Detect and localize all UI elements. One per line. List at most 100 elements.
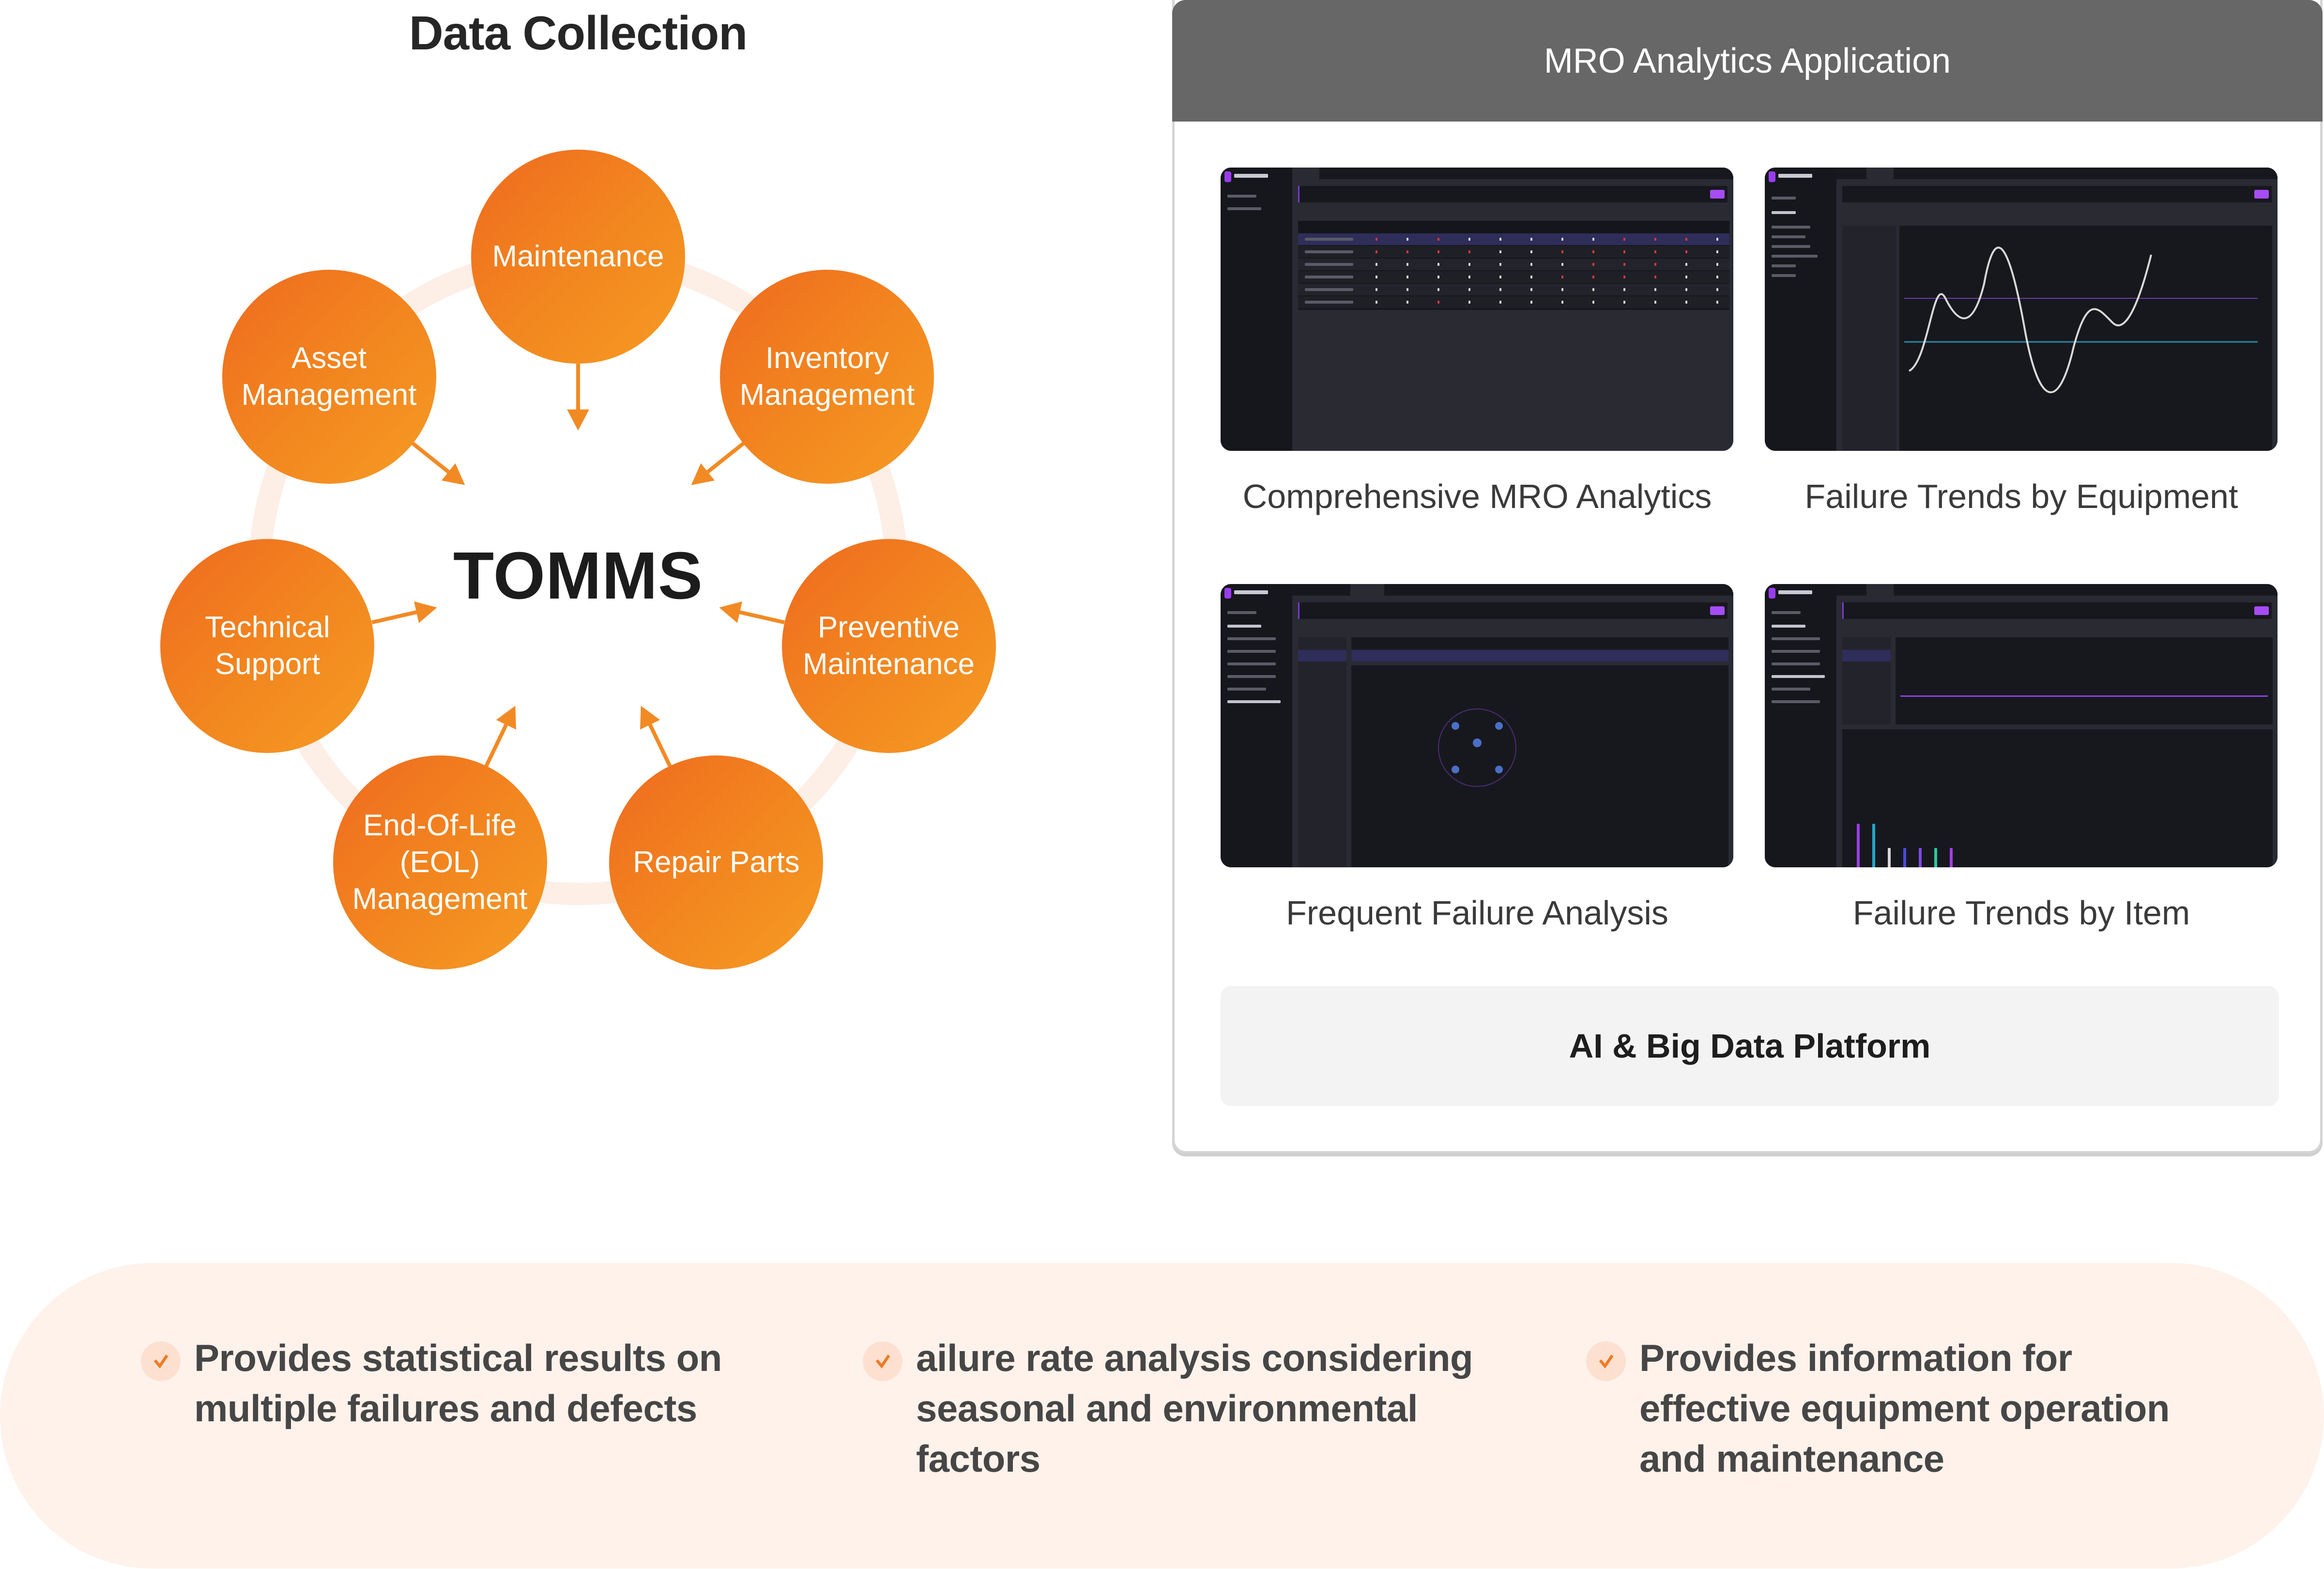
nav-item [1227,195,1256,198]
caption-failure-trends-equipment: Failure Trends by Equipment [1804,477,2238,515]
status-mark [1685,250,1687,253]
nav-item [1227,625,1261,628]
status-mark [1685,238,1687,241]
status-mark [1468,288,1470,291]
table-row [1298,271,1729,283]
status-mark [1499,301,1501,304]
benefit-line: ailure rate analysis considering [916,1337,1473,1379]
node-repair-parts: Repair Parts [609,755,824,969]
status-mark [1407,238,1408,241]
ai-big-data-platform: AI & Big Data Platform [1221,986,2279,1106]
app-logo-icon [1224,171,1231,182]
ai-platform-label: AI & Big Data Platform [1569,1027,1931,1065]
status-mark [1376,301,1377,304]
status-mark [1499,276,1501,278]
nav-item [1772,625,1805,628]
bar [1857,824,1860,867]
nav-item [1227,637,1276,640]
node-label: Preventive Maintenance [802,611,975,681]
nav-item [1772,700,1820,703]
caption-frequent-failure-analysis: Frequent Failure Analysis [1286,894,1668,932]
status-mark [1685,263,1687,266]
app-sidebar [1765,168,1836,451]
benefit-line: multiple failures and defects [194,1387,697,1430]
status-mark [1437,288,1439,291]
arrow-head-icon [441,463,465,485]
status-mark [1592,263,1594,266]
status-mark [1468,238,1470,241]
row-label [1305,238,1353,241]
filter-bar [1842,602,2272,619]
bar [1888,848,1891,867]
status-mark [1437,250,1439,253]
nav-item [1772,637,1820,640]
status-mark [1716,301,1718,304]
nav-item [1772,675,1825,678]
status-mark [1407,276,1408,278]
app-logo-icon [1224,588,1231,599]
caption-failure-trends-item: Failure Trends by Item [1852,894,2190,932]
status-mark [1561,288,1563,291]
nav-item [1227,662,1276,665]
tab-bar [1292,168,1733,179]
caption-comprehensive-mro-analytics: Comprehensive MRO Analytics [1242,477,1712,515]
app-name [1234,590,1268,594]
data-collection-title: Data Collection [409,6,748,60]
status-mark [1530,301,1532,304]
status-table [1298,221,1729,310]
screenshot-failure-trends-equipment[interactable] [1765,168,2278,451]
nav-item [1227,675,1276,678]
table-row [1298,233,1729,245]
status-mark [1592,238,1594,241]
tomms-diagram: Maintenance Inventory Management Prevent… [0,0,1162,1017]
bar [1934,848,1937,867]
frequent-returning-bar-chart [1842,729,2273,867]
status-mark [1530,263,1532,266]
row-label [1305,263,1353,266]
product-analysis-card [1351,665,1728,867]
arrow-line [733,609,785,625]
status-mark [1468,301,1470,304]
benefit-line: Provides information for [1639,1337,2072,1379]
equipment-list [1842,226,1896,451]
tomms-center-label: TOMMS [453,538,703,613]
app-main [1292,168,1733,451]
node-label: Inventory Management [739,341,915,412]
status-mark [1530,288,1532,291]
benefit-line: and maintenance [1639,1437,1944,1480]
benefits-banner [0,1263,2324,1569]
check-icon [141,1341,181,1381]
status-mark [1437,301,1439,304]
status-mark [1437,276,1439,278]
status-mark [1376,238,1377,241]
status-mark [1654,301,1656,304]
benefit-item: Provides information for effective equip… [1586,1337,2170,1484]
tab-bar [1836,584,2278,596]
node-label: Maintenance [492,240,664,273]
node-inventory-management: Inventory Management [720,269,934,484]
tab-bar [1292,584,1733,596]
arrow-line [645,718,672,767]
node-eol-management: End-Of-Life (EOL) Management [333,755,547,969]
tab [1292,168,1319,179]
status-mark [1716,250,1718,253]
status-mark [1407,288,1408,291]
status-mark [1376,250,1377,253]
status-mark [1376,288,1377,291]
screenshot-failure-trends-item[interactable] [1765,584,2278,867]
node-label: End-Of-Life (EOL) Management [352,808,528,916]
nav-item [1772,662,1820,665]
status-mark [1407,250,1408,253]
benefit-text: ailure rate analysis considering seasona… [916,1333,1473,1484]
row-label [1305,301,1353,304]
arrow-head-icon [691,463,715,485]
status-mark [1654,276,1656,278]
check-icon [863,1341,902,1381]
status-mark [1561,238,1563,241]
benefit-item: Provides statistical results on multiple… [141,1337,722,1433]
nav-item [1772,650,1820,653]
selected-row [1842,650,1891,661]
row-label [1305,250,1353,253]
screenshot-comprehensive-mro-analytics[interactable] [1221,168,1733,451]
screenshot-frequent-failure-analysis[interactable] [1221,584,1733,867]
